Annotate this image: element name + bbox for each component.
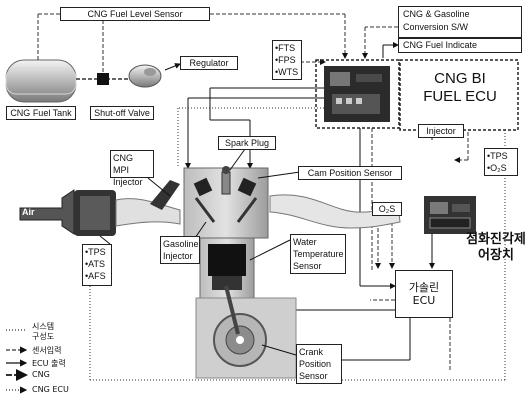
legend-sensor-input-text: 센서입력: [32, 346, 61, 355]
ignition-timing-label: 점화진각제 어장치: [466, 232, 526, 264]
cam-position-sensor-text: Cam Position Sensor: [308, 168, 393, 178]
cam-position-sensor-label: Cam Position Sensor: [298, 166, 402, 180]
air-text: Air: [22, 207, 35, 217]
legend-cng-ecu-text: CNG ECU: [32, 385, 69, 394]
cng-fuel-tank-graphic: [6, 60, 76, 102]
o2s-top: •O₂S: [487, 162, 515, 174]
cng-fuel-level-sensor-text: CNG Fuel Level Sensor: [87, 9, 182, 19]
engine-block-graphic: [196, 238, 296, 378]
intake-ats: •ATS: [85, 258, 109, 270]
gas-ecu-line-2: ECU: [396, 294, 452, 307]
legend-ecu-output-text: ECU 출력: [32, 359, 66, 368]
sensor-wts: •WTS: [275, 66, 299, 78]
cng-fuel-level-sensor-label: CNG Fuel Level Sensor: [60, 7, 210, 21]
shutoff-valve-text: Shut-off Valve: [94, 108, 150, 118]
cng-fuel-indicate-label: CNG Fuel Indicate: [398, 38, 522, 53]
crank-position-sensor-label: Crank Position Sensor: [296, 344, 342, 384]
legend-cng-ecu-label: CNG ECU: [32, 385, 69, 394]
bi-fuel-ecu-line-1: CNG BI: [404, 70, 516, 88]
intake-tps: •TPS: [85, 246, 109, 258]
cng-mpi-injector-label: CNG MPI Injector: [110, 150, 154, 178]
regulator-text: Regulator: [189, 58, 228, 68]
crank-line-3: Sensor: [299, 370, 339, 382]
legend-system-line-2: 구성도: [32, 332, 54, 342]
cng-fuel-tank-text: CNG Fuel Tank: [10, 108, 71, 118]
shutoff-valve-graphic: [76, 14, 133, 85]
regulator-graphic: [129, 64, 180, 87]
crank-line-2: Position: [299, 358, 339, 370]
legend-cng-text: CNG: [32, 370, 50, 379]
gasoline-ecu-label: 가솔린 ECU: [395, 270, 453, 318]
ecu-output-wires: [178, 88, 324, 168]
shutoff-valve-label: Shut-off Valve: [90, 106, 154, 120]
bi-fuel-ecu-line-2: FUEL ECU: [404, 88, 516, 106]
crank-line-1: Crank: [299, 346, 339, 358]
legend-system-line-1: 시스템: [32, 322, 54, 332]
injector-text: Injector: [426, 126, 456, 136]
legend-sensor-input-label: 센서입력: [32, 345, 61, 356]
gasoline-line-2: Injector: [163, 250, 197, 262]
intake-sensors-label: •TPS •ATS •AFS: [82, 244, 112, 286]
tps-top: •TPS: [487, 150, 515, 162]
cng-gasoline-switch-label: CNG & Gasoline Conversion S/W: [398, 6, 522, 38]
cng-fuel-indicate-text: CNG Fuel Indicate: [403, 40, 477, 50]
water-line-1: Water: [293, 236, 343, 248]
intake-manifold-graphic: [20, 180, 180, 236]
gas-ecu-line-1: 가솔린: [396, 281, 452, 294]
legend-ecu-output-label: ECU 출력: [32, 358, 66, 369]
tps-o2s-label: •TPS •O₂S: [484, 148, 518, 176]
spark-plug-label: Spark Plug: [218, 136, 276, 150]
cng-fuel-tank-label: CNG Fuel Tank: [6, 106, 76, 120]
engine-sensors-label: •FTS •FPS •WTS: [272, 40, 302, 80]
water-line-2: Temperature: [293, 248, 343, 260]
injector-label: Injector: [418, 124, 464, 138]
cng-mpi-line-1: CNG MPI: [113, 152, 151, 176]
water-temp-sensor-label: Water Temperature Sensor: [290, 234, 346, 274]
o2s-text: O₂S: [379, 204, 396, 214]
sensor-fts: •FTS: [275, 42, 299, 54]
cylinder-head-graphic: [184, 166, 268, 238]
sensor-fps: •FPS: [275, 54, 299, 66]
switch-wires: [365, 27, 398, 58]
regulator-label: Regulator: [180, 56, 238, 70]
ignition-line-1: 점화진각제: [466, 232, 526, 248]
bi-fuel-ecu-label: CNG BI FUEL ECU: [404, 70, 516, 106]
ignition-line-2: 어장치: [466, 248, 526, 264]
legend-cng-label: CNG: [32, 370, 50, 379]
intake-afs: •AFS: [85, 270, 109, 282]
gasoline-injector-label: Gasoline Injector: [160, 236, 200, 264]
air-label: Air: [22, 208, 35, 217]
legend-lines: [6, 330, 26, 390]
cng-mpi-line-2: Injector: [113, 176, 151, 188]
water-line-3: Sensor: [293, 260, 343, 272]
gasoline-line-1: Gasoline: [163, 238, 197, 250]
legend-system-label: 시스템 구성도: [32, 322, 54, 342]
o2s-label: O₂S: [372, 202, 402, 216]
switch-line-2: Conversion S/W: [403, 21, 517, 34]
switch-line-1: CNG & Gasoline: [403, 8, 517, 21]
spark-plug-text: Spark Plug: [225, 138, 269, 148]
